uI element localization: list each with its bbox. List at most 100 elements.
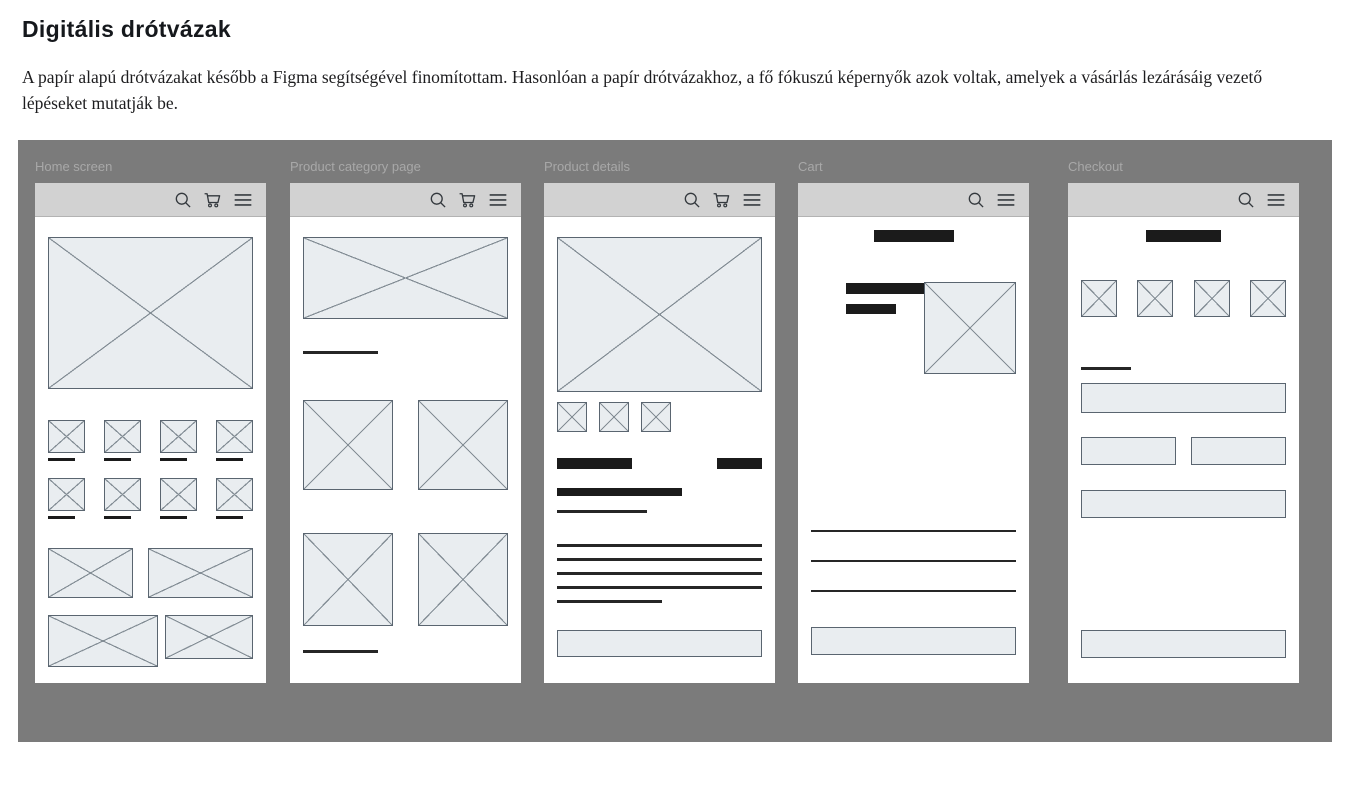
- image-placeholder-box: [1249, 280, 1286, 317]
- page-title-placeholder: [873, 230, 954, 242]
- cart-icon: [202, 190, 223, 210]
- banner-image-placeholder: [303, 237, 508, 319]
- image-placeholder-box: [160, 478, 197, 511]
- image-placeholder-box: [641, 402, 671, 432]
- wireframe-label: Product details: [544, 159, 630, 174]
- menu-icon: [741, 190, 763, 210]
- input-field-placeholder: [1081, 437, 1176, 465]
- banner-row: [48, 615, 253, 667]
- text-placeholder-bar: [160, 516, 187, 519]
- search-icon: [1236, 190, 1256, 210]
- wireframe-label: Checkout: [1068, 159, 1123, 174]
- input-field-placeholder: [1081, 383, 1286, 413]
- image-placeholder-box: [48, 420, 85, 453]
- text-placeholder-line: [811, 530, 1016, 532]
- input-field-placeholder: [1191, 437, 1286, 465]
- text-placeholder-bar: [717, 458, 762, 469]
- text-placeholder-bar: [557, 458, 632, 469]
- text-placeholder-line: [1081, 367, 1131, 370]
- wireframe-frame-category: Product category page: [290, 159, 521, 683]
- phone-mockup-home: [35, 183, 266, 683]
- text-placeholder-line: [557, 510, 647, 513]
- page-description: A papír alapú drótvázakat később a Figma…: [22, 67, 1263, 114]
- phone-header: [290, 183, 521, 217]
- text-placeholder-bar: [104, 458, 131, 461]
- product-image-placeholder: [418, 533, 508, 626]
- thumbnail-placeholder: [216, 420, 253, 461]
- phone-header: [35, 183, 266, 217]
- thumbnail-placeholder: [160, 420, 197, 461]
- image-placeholder-box: [48, 478, 85, 511]
- menu-icon: [232, 190, 254, 210]
- search-icon: [966, 190, 986, 210]
- phone-content: [798, 230, 1029, 655]
- thumbnail-row: [557, 402, 762, 432]
- thumbnail-row: [48, 478, 253, 519]
- menu-icon: [995, 190, 1017, 210]
- image-placeholder-box: [1193, 280, 1230, 317]
- text-placeholder-bar: [216, 516, 243, 519]
- banner-row: [48, 548, 253, 598]
- cart-item-image-placeholder: [924, 282, 1016, 374]
- image-placeholder-box: [104, 420, 141, 453]
- phone-mockup-cart: [798, 183, 1029, 683]
- image-placeholder-box: [165, 615, 253, 659]
- text-placeholder-line: [811, 560, 1016, 562]
- page-title: Digitális drótvázak: [22, 16, 231, 42]
- phone-content: [544, 237, 775, 657]
- wireframe-label: Home screen: [35, 159, 113, 174]
- search-icon: [682, 190, 702, 210]
- text-placeholder-bar: [846, 283, 924, 294]
- image-placeholder-box: [1081, 280, 1117, 317]
- product-image-placeholder: [418, 400, 508, 490]
- text-placeholder-bar: [216, 458, 243, 461]
- text-placeholder-bar: [846, 304, 896, 314]
- product-grid-row: [303, 533, 508, 626]
- wireframe-label: Cart: [798, 159, 823, 174]
- phone-mockup-product-details: [544, 183, 775, 683]
- image-placeholder-box: [48, 548, 133, 598]
- wireframes-panel: Home screen: [18, 140, 1332, 742]
- thumbnail-placeholder: [104, 420, 141, 461]
- order-items-row: [1081, 280, 1286, 317]
- cart-item-row: [811, 282, 1016, 374]
- text-placeholder-line: [811, 590, 1016, 592]
- cart-icon: [457, 190, 478, 210]
- thumbnail-placeholder: [216, 478, 253, 519]
- text-placeholder-bar: [160, 458, 187, 461]
- menu-icon: [1265, 190, 1287, 210]
- product-grid-row: [303, 400, 508, 490]
- title-price-row: [557, 458, 762, 469]
- image-placeholder-box: [216, 420, 253, 453]
- image-placeholder-box: [148, 548, 253, 598]
- cta-button-placeholder: [1081, 630, 1286, 658]
- thumbnail-row: [48, 420, 253, 461]
- cta-button-placeholder: [557, 630, 762, 657]
- product-image-placeholder: [303, 400, 393, 490]
- cart-item-text: [811, 282, 924, 374]
- text-placeholder-bar: [48, 458, 75, 461]
- image-placeholder-box: [216, 478, 253, 511]
- menu-icon: [487, 190, 509, 210]
- thumbnail-placeholder: [160, 478, 197, 519]
- text-placeholder-line: [557, 544, 762, 547]
- text-placeholder-line: [303, 650, 378, 653]
- text-placeholder-line: [557, 586, 762, 589]
- phone-content: [290, 237, 521, 653]
- cart-icon: [711, 190, 732, 210]
- thumbnail-placeholder: [48, 420, 85, 461]
- phone-mockup-category: [290, 183, 521, 683]
- image-placeholder-box: [557, 402, 587, 432]
- phone-content: [35, 237, 266, 667]
- text-placeholder-bar: [48, 516, 75, 519]
- phone-mockup-checkout: [1068, 183, 1299, 683]
- thumbnail-placeholder: [48, 478, 85, 519]
- text-placeholder-bar: [557, 488, 682, 496]
- phone-content: [1068, 230, 1299, 658]
- text-placeholder-line: [557, 600, 662, 603]
- wireframe-frame-checkout: Checkout: [1068, 159, 1299, 683]
- page-title-placeholder: [1146, 230, 1221, 242]
- image-placeholder-box: [599, 402, 629, 432]
- wireframe-frame-cart: Cart: [798, 159, 1029, 683]
- text-placeholder-line: [303, 351, 378, 354]
